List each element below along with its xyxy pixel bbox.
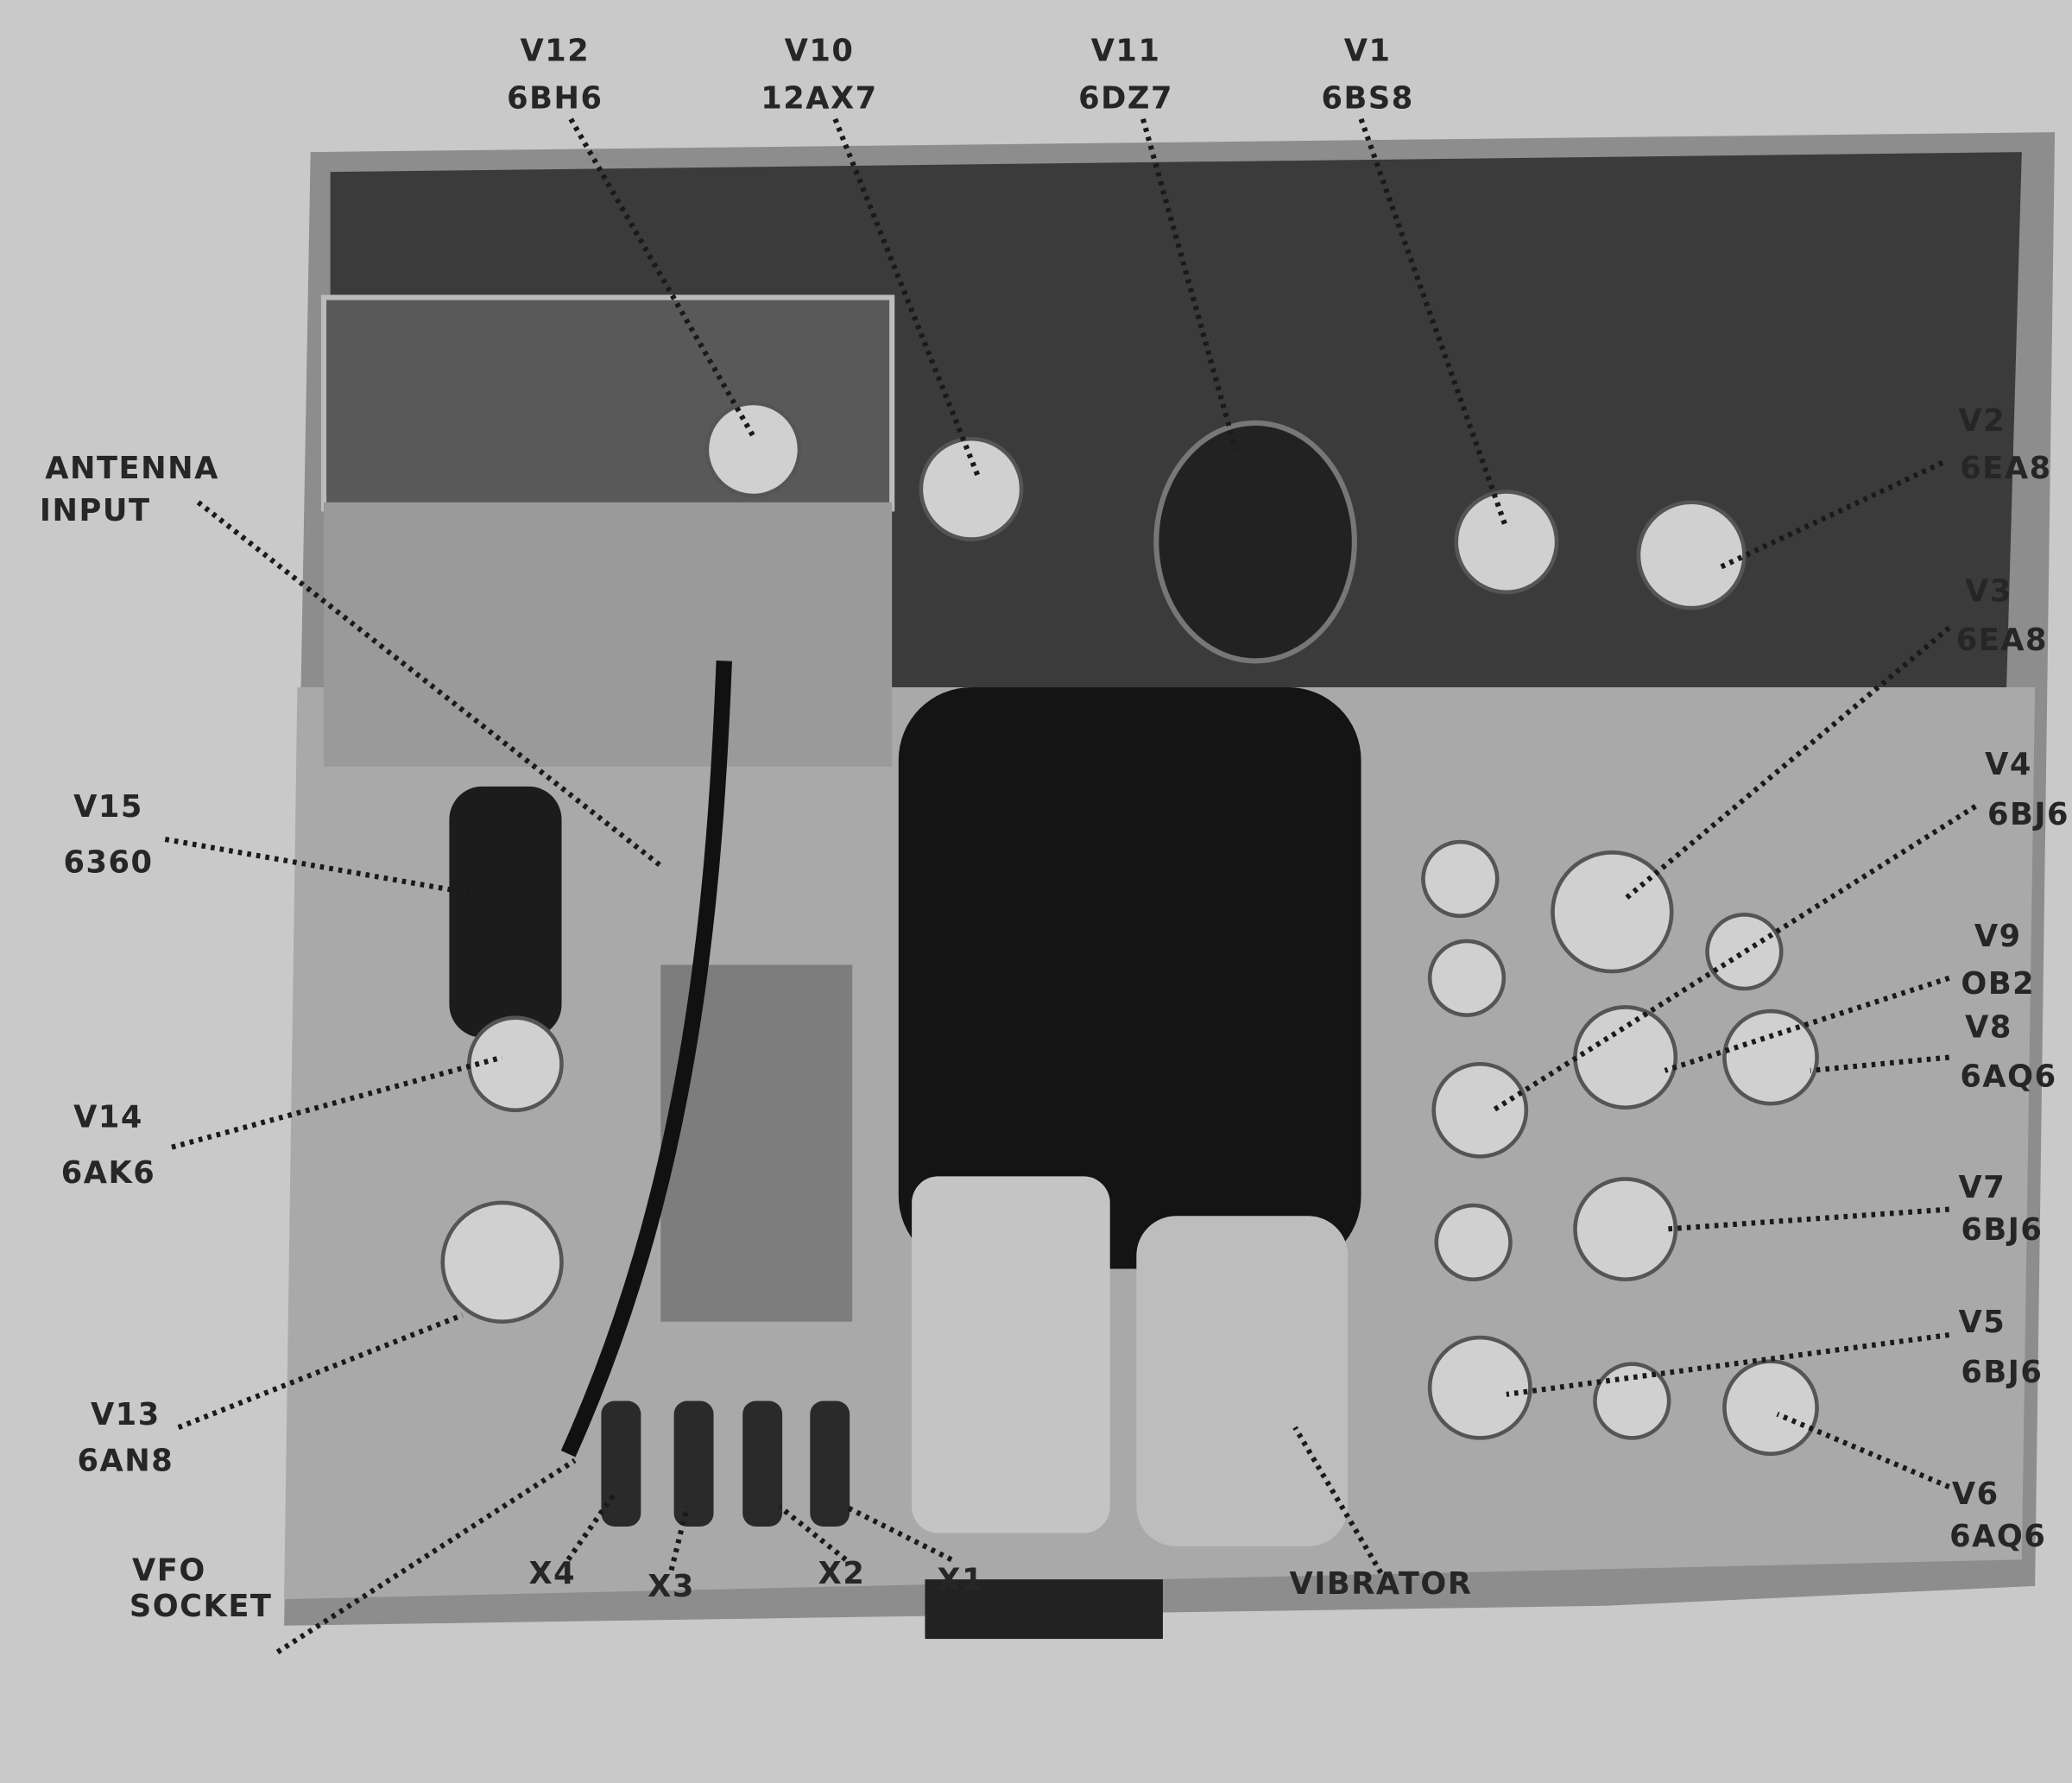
label-v13-ref: V13 xyxy=(91,1397,161,1432)
power-transformer xyxy=(898,687,1361,1269)
leader-x3 xyxy=(668,1506,690,1571)
label-vibrator: VIBRATOR xyxy=(1289,1566,1472,1602)
label-v7-ref: V7 xyxy=(1959,1170,2006,1205)
label-v2-type: 6EA8 xyxy=(1960,451,2051,486)
vfo-box xyxy=(320,294,895,512)
vibrator-can xyxy=(1136,1216,1349,1546)
tube-v11 xyxy=(1153,420,1357,664)
label-v7-type: 6BJ6 xyxy=(1961,1212,2043,1248)
leader-x1 xyxy=(844,1504,953,1562)
label-v9-ref: V9 xyxy=(1974,919,2022,954)
label-v5-ref: V5 xyxy=(1959,1305,2006,1340)
label-v10-type: 12AX7 xyxy=(761,81,877,117)
label-v6-ref: V6 xyxy=(1952,1476,1999,1512)
leader-v9 xyxy=(1664,975,1950,1073)
label-x3: X3 xyxy=(648,1569,695,1604)
label-v11-ref: V11 xyxy=(1091,34,1161,69)
labels: V12 6BH6 V10 12AX7 V11 6DZ7 V1 6BS8 ANTE… xyxy=(40,34,2069,1625)
label-v4-ref: V4 xyxy=(1985,747,2032,782)
leader-v6 xyxy=(1776,1412,1950,1489)
leader-v7 xyxy=(1665,1206,1949,1232)
label-vfo-line1: VFO xyxy=(132,1553,206,1589)
tube-v15 xyxy=(449,786,562,1038)
label-v3-ref: V3 xyxy=(1965,574,2012,610)
label-v8-type: 6AQ6 xyxy=(1960,1059,2056,1094)
label-v2-ref: V2 xyxy=(1959,403,2006,439)
power-connector xyxy=(925,1579,1163,1640)
leader-v11 xyxy=(1140,118,1239,451)
label-v8-ref: V8 xyxy=(1965,1010,2012,1046)
label-v14-ref: V14 xyxy=(73,1100,143,1135)
label-x1: X1 xyxy=(937,1562,984,1597)
leader-v15 xyxy=(164,837,503,901)
leader-v5 xyxy=(1506,1331,1950,1397)
chassis-photo xyxy=(284,132,2056,1640)
label-v10-ref: V10 xyxy=(785,34,855,69)
label-v11-type: 6DZ7 xyxy=(1078,81,1173,117)
label-v9-type: OB2 xyxy=(1961,966,2035,1002)
filter-capacitor xyxy=(912,1176,1110,1533)
leader-x4 xyxy=(565,1491,617,1561)
label-v1-type: 6BS8 xyxy=(1322,81,1414,117)
label-antenna-line1: ANTENNA xyxy=(45,451,219,486)
leader-vibrator xyxy=(1292,1426,1384,1575)
label-v15-ref: V15 xyxy=(73,789,143,825)
label-v15-type: 6360 xyxy=(63,844,153,880)
label-v5-type: 6BJ6 xyxy=(1961,1355,2043,1390)
leader-v4 xyxy=(1491,804,1977,1113)
label-v13-type: 6AN8 xyxy=(78,1444,174,1479)
leader-v2 xyxy=(1716,460,1944,572)
label-v1-ref: V1 xyxy=(1344,34,1392,69)
leader-v14 xyxy=(171,1054,503,1150)
leader-lines xyxy=(164,117,1977,1654)
leader-v3 xyxy=(1623,625,1951,901)
leader-vfo xyxy=(275,1457,577,1654)
label-v6-type: 6AQ6 xyxy=(1949,1519,2046,1554)
label-v3-type: 6EA8 xyxy=(1956,623,2048,658)
label-v14-type: 6AK6 xyxy=(61,1155,156,1191)
label-v12-ref: V12 xyxy=(520,34,590,69)
label-antenna-line2: INPUT xyxy=(40,493,151,528)
vfo-shield xyxy=(324,502,893,767)
label-x4: X4 xyxy=(528,1556,576,1591)
label-v12-type: 6BH6 xyxy=(507,81,603,117)
label-v4-type: 6BJ6 xyxy=(1987,797,2069,832)
label-x2: X2 xyxy=(818,1556,866,1591)
leader-v1 xyxy=(1358,117,1509,530)
label-vfo-line2: SOCKET xyxy=(130,1589,273,1624)
antenna-cable xyxy=(560,661,732,1457)
